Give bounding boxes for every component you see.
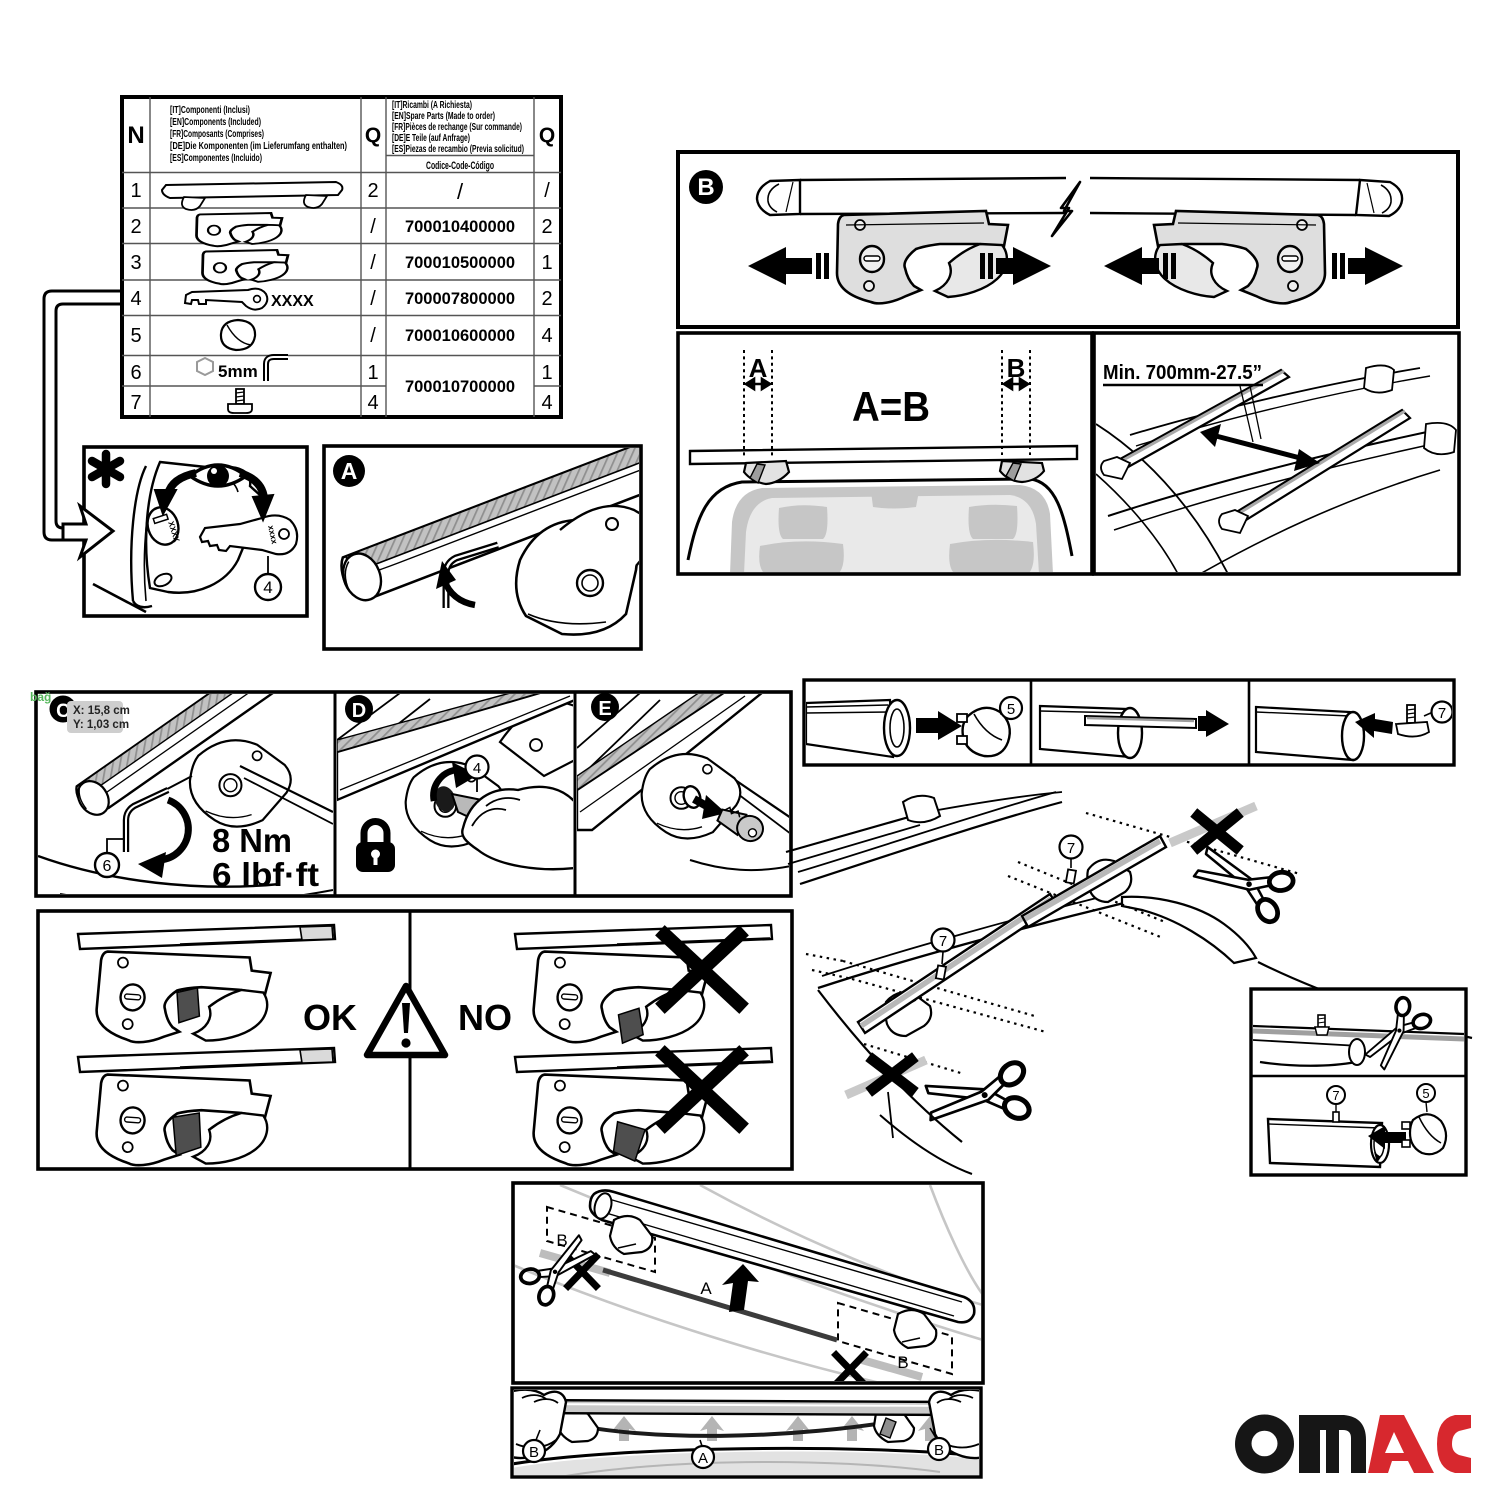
svg-text:[DE]E Teile (auf Anfrage): [DE]E Teile (auf Anfrage) (392, 132, 470, 144)
svg-text:B: B (556, 1231, 567, 1250)
svg-text:2: 2 (367, 180, 378, 202)
svg-text:bağ: bağ (30, 690, 51, 704)
svg-text:/: / (370, 325, 376, 347)
svg-text:2: 2 (541, 216, 552, 238)
svg-text:4: 4 (541, 325, 552, 347)
svg-text:A: A (698, 1450, 708, 1467)
svg-text:NO: NO (458, 997, 512, 1038)
svg-text:7: 7 (1438, 705, 1446, 722)
svg-text:2: 2 (130, 216, 141, 238)
svg-text:5: 5 (1422, 1086, 1429, 1101)
svg-text:B: B (697, 174, 714, 201)
svg-text:700007800000: 700007800000 (405, 290, 515, 308)
svg-text:B: B (529, 1444, 539, 1461)
svg-text:7: 7 (1332, 1088, 1339, 1103)
svg-text:4: 4 (263, 578, 272, 597)
svg-text:4: 4 (367, 392, 378, 414)
svg-text:/: / (370, 252, 376, 274)
svg-text:OK: OK (303, 997, 357, 1038)
svg-text:700010600000: 700010600000 (405, 327, 515, 345)
svg-text:E: E (598, 698, 611, 720)
svg-text:1: 1 (541, 362, 552, 384)
svg-text:5: 5 (130, 325, 141, 347)
svg-text:N: N (127, 122, 144, 149)
svg-text:700010400000: 700010400000 (405, 218, 515, 236)
svg-text:X: 15,8 cm: X: 15,8 cm (73, 705, 130, 717)
svg-text:Q: Q (539, 124, 555, 147)
svg-text:1: 1 (541, 252, 552, 274)
svg-text:[DE]Die Komponenten (im Liefer: [DE]Die Komponenten (im Lieferumfang ent… (170, 140, 347, 152)
svg-text:7: 7 (1067, 840, 1075, 857)
svg-text:XXXX: XXXX (271, 293, 314, 310)
svg-text:6: 6 (130, 362, 141, 384)
svg-text:4: 4 (130, 288, 141, 310)
svg-text:7: 7 (939, 933, 947, 950)
svg-text:[EN]Components (Included): [EN]Components (Included) (170, 116, 261, 128)
svg-text:[FR]Pièces de rechange (Sur co: [FR]Pièces de rechange (Sur commande) (392, 121, 522, 133)
svg-text:3: 3 (130, 252, 141, 274)
svg-text:/: / (370, 216, 376, 238)
svg-text:5mm: 5mm (218, 362, 258, 381)
svg-text:700010500000: 700010500000 (405, 254, 515, 272)
svg-text:[EN]Spare Parts (Made to order: [EN]Spare Parts (Made to order) (392, 110, 495, 122)
svg-text:C: C (56, 701, 70, 722)
svg-text:4: 4 (541, 392, 552, 414)
svg-text:Codice-Code-Código: Codice-Code-Código (426, 160, 494, 172)
svg-text:B: B (934, 1442, 944, 1459)
svg-text:[ES]Componentes (Incluido): [ES]Componentes (Incluido) (170, 152, 262, 164)
svg-text:/: / (544, 180, 550, 202)
svg-text:700010700000: 700010700000 (405, 378, 515, 396)
svg-text:A: A (341, 458, 358, 484)
svg-text:D: D (352, 700, 366, 722)
svg-text:A: A (749, 353, 768, 383)
svg-text:[IT]Componenti (Inclusi): [IT]Componenti (Inclusi) (170, 104, 250, 116)
svg-text:/: / (370, 288, 376, 310)
svg-text:xxxx: xxxx (266, 524, 280, 545)
svg-text:1: 1 (367, 362, 378, 384)
svg-text:[ES]Piezas de recambio (Previa: [ES]Piezas de recambio (Previa solicitud… (392, 143, 524, 155)
svg-text:5: 5 (1007, 701, 1015, 718)
svg-text:B: B (1007, 353, 1026, 383)
svg-text:A=B: A=B (852, 383, 930, 430)
svg-text:1: 1 (130, 180, 141, 202)
svg-text:A: A (700, 1279, 712, 1298)
svg-text:6: 6 (103, 858, 112, 875)
svg-text:B: B (897, 1353, 908, 1372)
svg-text:4: 4 (473, 760, 481, 777)
svg-text:8 Nm: 8 Nm (212, 822, 292, 859)
svg-text:[FR]Composants (Comprises): [FR]Composants (Comprises) (170, 128, 264, 140)
svg-text:2: 2 (541, 288, 552, 310)
svg-text:Q: Q (365, 124, 381, 147)
svg-text:/: / (457, 179, 464, 204)
svg-text:Min. 700mm-27.5”: Min. 700mm-27.5” (1103, 362, 1262, 384)
svg-text:6 lbf·ft: 6 lbf·ft (212, 856, 319, 893)
svg-text:7: 7 (130, 392, 141, 414)
svg-text:Y: 1,03 cm: Y: 1,03 cm (73, 719, 129, 731)
svg-text:[IT]Ricambi (A Richiesta): [IT]Ricambi (A Richiesta) (392, 99, 472, 111)
